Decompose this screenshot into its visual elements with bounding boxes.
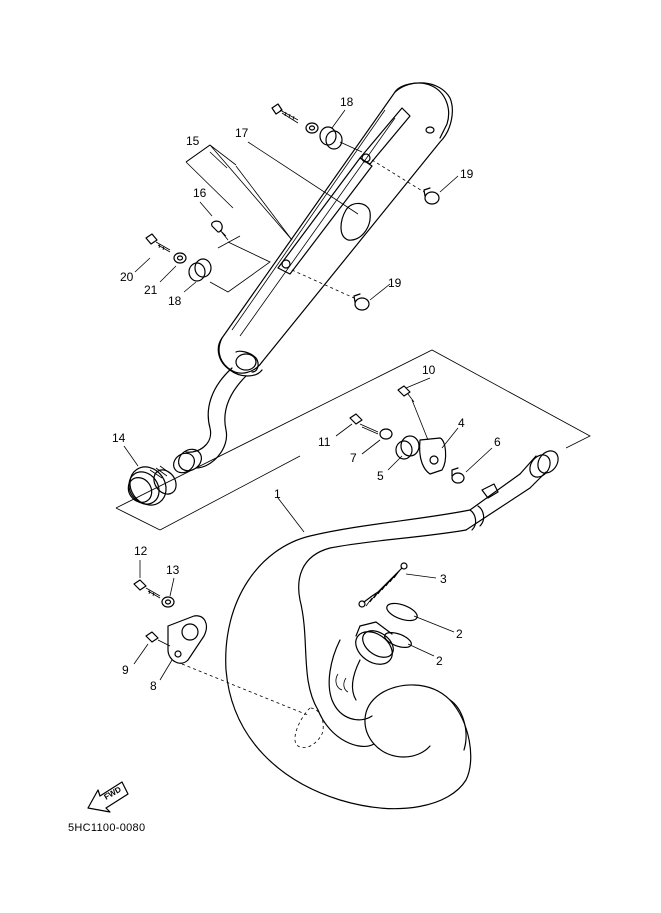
callout-17: 17 [235,126,249,140]
callout-10: 10 [422,363,436,377]
silencer-assembly [173,82,453,474]
callout-20: 20 [120,270,134,284]
callout-19-lower: 19 [388,276,402,290]
callout-6: 6 [494,435,501,449]
callout-1: 1 [274,487,281,501]
callout-15: 15 [186,134,200,148]
callout-4: 4 [458,416,465,430]
lower-mount-hardware [145,220,370,311]
callout-2-lower: 2 [436,654,443,668]
diagram-code: 5HC1100-0080 [68,822,146,834]
callout-3: 3 [440,572,447,586]
callout-15-bracket [185,144,293,241]
part-14-joint-gasket [127,465,177,506]
exhaust-pipe [181,450,559,810]
callout-16: 16 [193,186,207,200]
spring-part-3 [358,562,408,608]
callout-12: 12 [134,544,148,558]
callout-2-upper: 2 [456,627,463,641]
callout-19-upper: 19 [460,167,474,181]
front-bracket-hardware [133,579,207,664]
callout-8: 8 [150,679,157,693]
callout-21: 21 [144,283,158,297]
fwd-direction-arrow: FWD [87,781,129,813]
callout-5: 5 [377,469,384,483]
leader-lines [123,109,493,681]
callout-7: 7 [350,451,357,465]
upper-mount-hardware [271,103,440,205]
middle-group-frame [115,349,591,531]
callout-18-lower: 18 [168,294,182,308]
callout-labels: 18 17 15 19 16 20 19 21 18 10 4 14 11 6 … [112,95,501,693]
middle-hardware [349,385,465,484]
callout-18-upper: 18 [340,95,354,109]
callout-9: 9 [122,663,129,677]
callout-13: 13 [166,563,180,577]
callout-11: 11 [318,435,331,449]
callout-14: 14 [112,431,126,445]
